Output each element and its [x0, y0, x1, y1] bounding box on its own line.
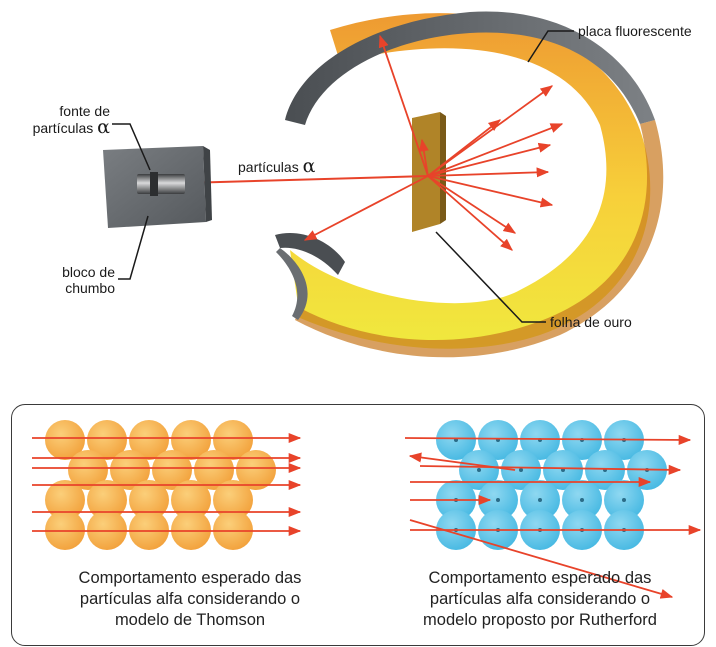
gold-atom	[171, 510, 211, 550]
thomson-rays	[32, 432, 302, 537]
gold-atom	[194, 450, 234, 490]
scattered-ray	[378, 34, 429, 177]
gold-atom	[87, 420, 127, 460]
thomson-caption: Comportamento esperado das partículas al…	[40, 568, 340, 631]
gold-atom	[213, 510, 253, 550]
gold-atom	[110, 450, 150, 490]
scattered-ray	[418, 138, 429, 177]
lead-block	[103, 146, 212, 228]
rutherford-rays	[404, 434, 702, 599]
thomson-caption-line2: partículas alfa considerando o	[79, 590, 301, 608]
rutherford-ray	[404, 434, 692, 445]
scattered-ray	[427, 175, 554, 208]
alpha-beam-label-text: partículas	[238, 159, 299, 175]
gold-atom	[45, 420, 85, 460]
lead-block-label-line2: chumbo	[65, 280, 115, 296]
alpha-rays	[184, 34, 564, 251]
rutherford-caption-line1: Comportamento esperado das	[428, 569, 652, 587]
alpha-beam-label: partículas α	[238, 155, 316, 177]
gold-atom	[171, 420, 211, 460]
fluorescent-screen-label: placa fluorescente	[578, 23, 692, 39]
scattered-ray	[303, 175, 429, 241]
thomson-atom-grid	[45, 420, 276, 550]
nucleus	[622, 498, 626, 502]
scattered-ray	[427, 175, 513, 251]
scattered-ray	[427, 123, 564, 177]
rutherford-ray-deflected	[409, 519, 674, 599]
rutherford-caption: Comportamento esperado das partículas al…	[385, 568, 695, 631]
alpha-source-label-line2: partículas	[32, 120, 94, 136]
gold-foil-label: folha de ouro	[550, 314, 632, 330]
rutherford-caption-line2: partículas alfa considerando o	[429, 590, 651, 608]
gold-atom	[87, 510, 127, 550]
alpha-beam-symbol: α	[302, 155, 316, 177]
scattered-ray	[427, 175, 517, 234]
gold-atom	[68, 450, 108, 490]
thomson-caption-line1: Comportamento esperado das	[78, 569, 302, 587]
alpha-beam	[184, 175, 429, 184]
alpha-source	[137, 174, 185, 194]
model-comparison-panel	[11, 404, 705, 646]
lead-block-label: bloco de chumbo	[20, 264, 115, 296]
nucleus	[580, 498, 584, 502]
gold-atom	[213, 480, 253, 520]
gold-atom	[129, 480, 169, 520]
gold-atom	[236, 450, 276, 490]
nucleus	[538, 498, 542, 502]
fluorescent-screen	[275, 11, 664, 358]
scattered-ray	[427, 119, 501, 177]
nucleus	[519, 468, 523, 472]
alpha-source-label: fonte de partículas α	[30, 103, 110, 138]
gold-atom	[45, 480, 85, 520]
alpha-symbol: α	[97, 116, 110, 138]
gold-atom	[171, 480, 211, 520]
nucleus	[496, 498, 500, 502]
nucleus	[477, 468, 481, 472]
gold-atom	[45, 510, 85, 550]
lead-block-label-line1: bloco de	[62, 264, 115, 280]
thomson-caption-line3: modelo de Thomson	[114, 611, 266, 629]
gold-atom	[213, 420, 253, 460]
rutherford-atom-grid	[436, 420, 667, 550]
gold-atom	[87, 480, 127, 520]
alpha-source-label-line1: fonte de	[59, 103, 110, 119]
gold-atom	[129, 420, 169, 460]
gold-atom	[129, 510, 169, 550]
scattered-ray	[427, 142, 552, 177]
scattered-ray	[427, 167, 550, 178]
gold-atom	[152, 450, 192, 490]
rutherford-caption-line3: modelo proposto por Rutherford	[423, 611, 657, 629]
rutherford-ray	[419, 464, 682, 475]
leader-lines	[112, 30, 574, 323]
